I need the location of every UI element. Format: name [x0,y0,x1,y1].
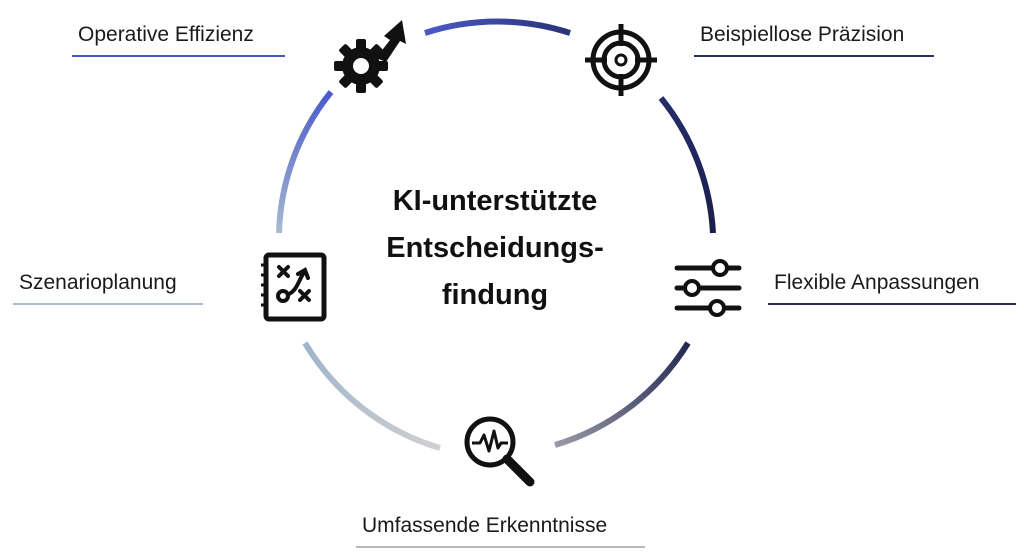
underline-operative-effizienz [72,55,285,57]
label-szenarioplanung: Szenarioplanung [19,271,177,294]
ring-arc-left-lower [302,341,441,451]
center-title-line-2: Entscheidungs- [386,232,604,264]
center-title: KI-unterstützte Entscheidungs- findung [345,178,645,319]
magnifier-pulse-icon [464,416,535,487]
target-crosshair-icon [585,24,657,96]
label-flexible-anpassungen: Flexible Anpassungen [774,271,980,294]
underline-flexible-anpassungen [768,303,1016,305]
label-umfassende-erkenntnisse: Umfassende Erkenntnisse [362,514,608,537]
center-title-line-1: KI-unterstützte [392,185,598,217]
underline-beispiellose-praezision [694,55,934,57]
ring-arc-left-upper [276,90,334,234]
center-title-line-3: findung [441,279,549,311]
underline-szenarioplanung [13,303,203,305]
ring-arc-top [424,18,571,36]
gear-with-arrow-icon [334,20,406,93]
sliders-icon [674,259,742,317]
underline-umfassende-erkenntnisse [356,546,645,548]
ring-arc-right-lower [554,341,691,448]
label-operative-effizienz: Operative Effizienz [78,23,254,46]
strategy-board-icon [261,252,327,322]
label-beispiellose-praezision: Beispiellose Präzision [700,23,905,46]
ring-arc-right-upper [658,96,716,234]
